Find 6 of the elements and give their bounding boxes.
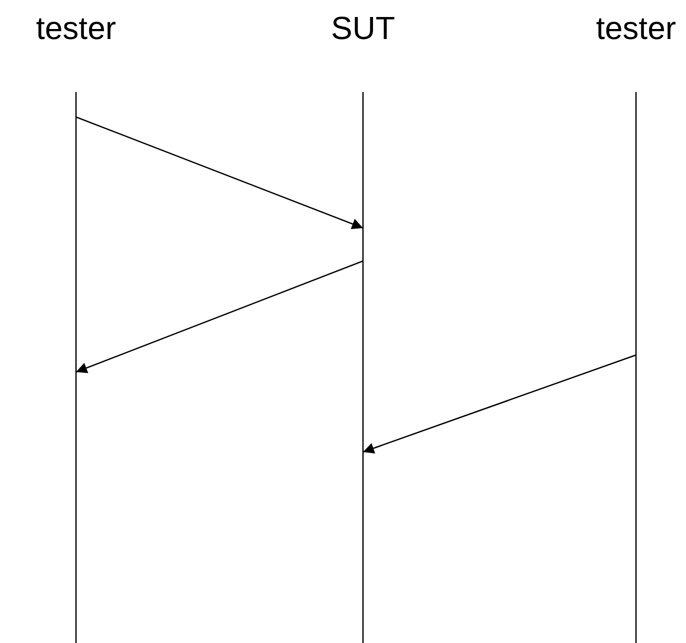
message-arrow bbox=[362, 354, 636, 454]
participant-label: tester bbox=[34, 9, 118, 48]
message-arrow bbox=[76, 260, 364, 374]
participant-label: tester bbox=[594, 9, 678, 48]
message-arrow bbox=[76, 116, 364, 230]
participant-label: SUT bbox=[330, 9, 396, 48]
